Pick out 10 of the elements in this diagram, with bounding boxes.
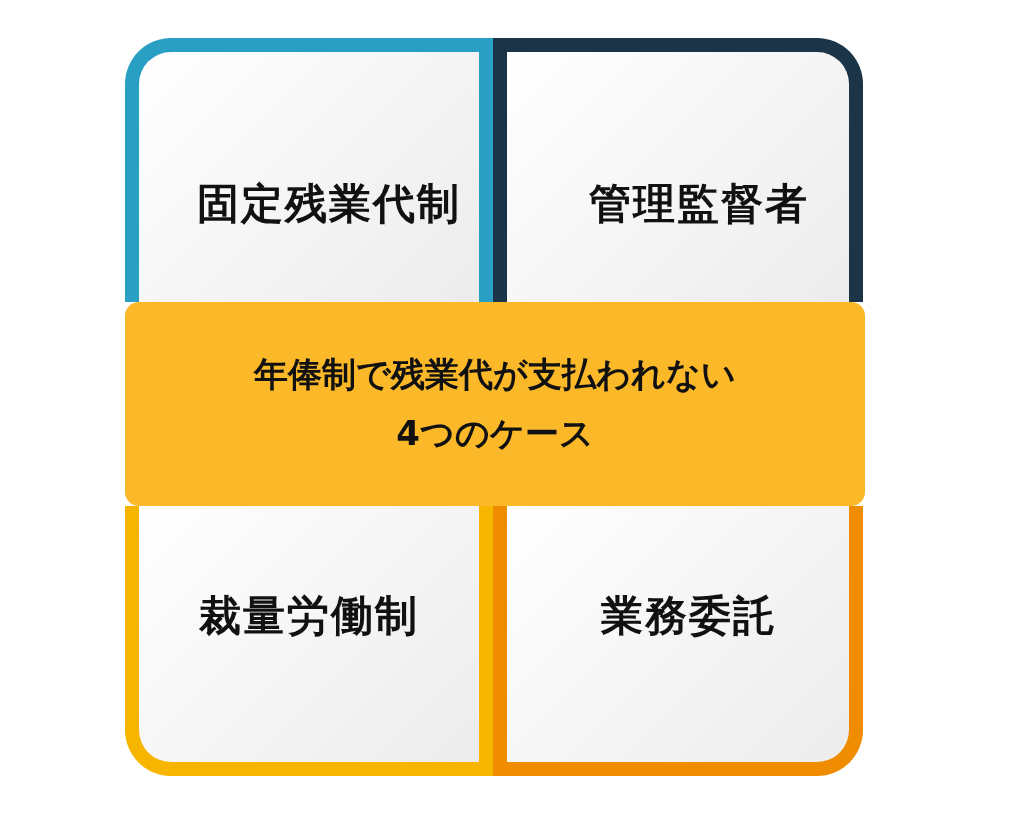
quadrant-card xyxy=(493,38,863,302)
card-title: 裁量労働制 xyxy=(199,590,419,642)
quadrant-card xyxy=(125,506,493,776)
banner-title: 年俸制で残業代が支払われない4つのケース xyxy=(253,352,737,455)
card-title: 管理監督者 xyxy=(589,178,809,230)
title-banner xyxy=(125,302,865,506)
card-title: 固定残業代制 xyxy=(197,178,461,230)
quadrant-card xyxy=(125,38,493,302)
card-title: 業務委託 xyxy=(601,590,777,642)
quadrant-card xyxy=(493,506,863,776)
